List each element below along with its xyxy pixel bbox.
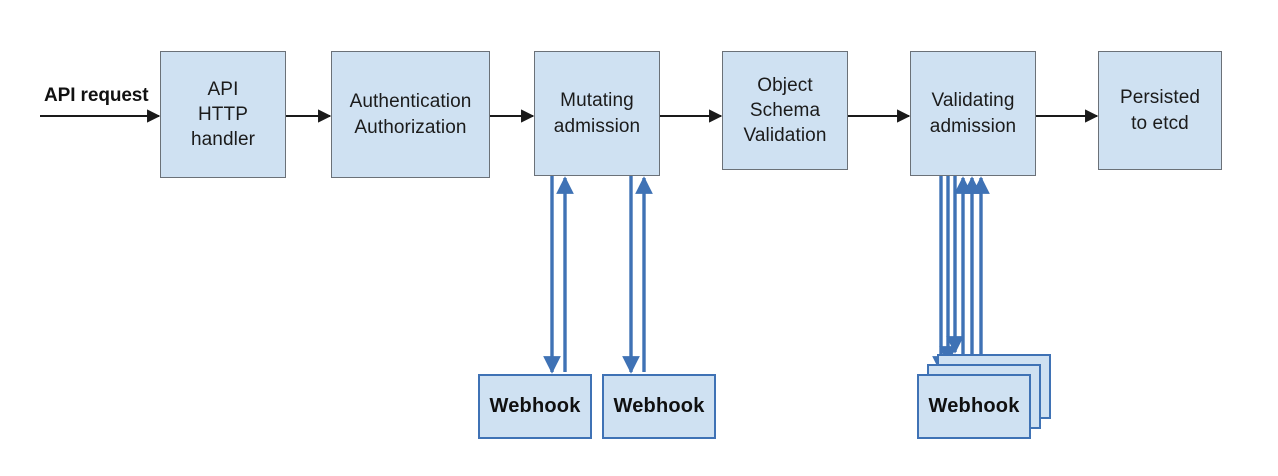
stage-box-object-validation[interactable]: Object Schema Validation — [722, 51, 848, 170]
stage-label-persisted-to-etcd: Persisted to etcd — [1119, 87, 1201, 134]
stage-box-validating-admission[interactable]: Validating admission — [910, 51, 1036, 176]
webhook-box-mutating-webhook-1[interactable]: Webhook — [478, 374, 592, 439]
webhook-box-mutating-webhook-2[interactable]: Webhook — [602, 374, 716, 439]
stage-box-api-http-handler[interactable]: API HTTP handler — [160, 51, 286, 178]
api-request-label: API request — [44, 85, 149, 106]
stage-label-authentication: Authentication Authorization — [349, 91, 472, 138]
stage-box-mutating-admission[interactable]: Mutating admission — [534, 51, 660, 176]
stage-label-mutating-admission: Mutating admission — [553, 90, 641, 137]
stage-label-object-validation: Object Schema Validation — [743, 74, 827, 147]
webhook-arrows-group — [543, 176, 990, 374]
stage-box-persisted-to-etcd[interactable]: Persisted to etcd — [1098, 51, 1222, 170]
webhook-box-validating-webhook-stack-label: Webhook — [928, 395, 1020, 417]
stage-label-api-http-handler: API HTTP handler — [190, 78, 256, 151]
webhook-box-validating-webhook-stack[interactable]: Webhook — [917, 374, 1031, 439]
webhook-box-mutating-webhook-1-label: Webhook — [489, 395, 581, 417]
stage-label-validating-admission: Validating admission — [929, 90, 1017, 137]
stage-box-authentication[interactable]: Authentication Authorization — [331, 51, 490, 178]
webhook-box-mutating-webhook-2-label: Webhook — [613, 395, 705, 417]
